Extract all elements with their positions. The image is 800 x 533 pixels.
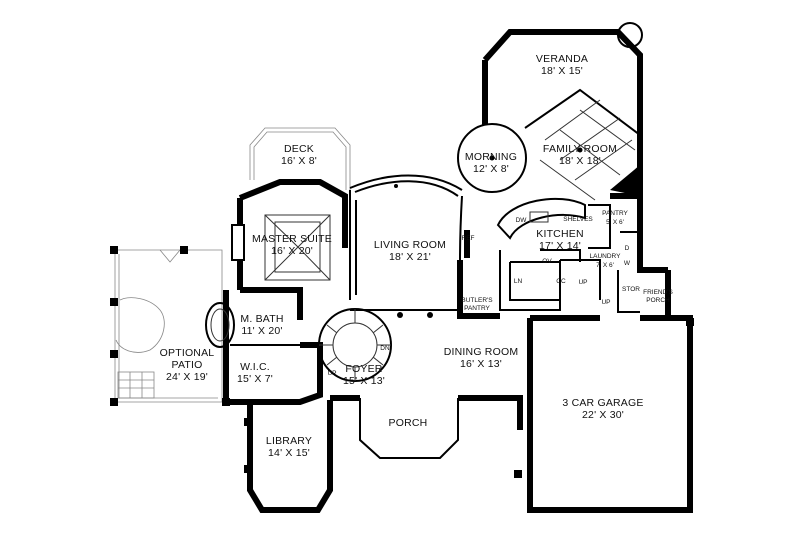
room-label-library: LIBRARY <box>266 435 312 447</box>
label-butlers-pantry-line2: PANTRY <box>464 305 490 312</box>
room-label-family-room: FAMILY ROOM <box>543 143 617 155</box>
label-butlers-pantry-line1: BUTLER'S <box>461 297 493 304</box>
room-label-living-room: LIVING ROOM <box>374 239 446 251</box>
room-label-kitchen: KITCHEN <box>536 228 584 240</box>
room-dims-laundry: 7' X 6' <box>596 262 614 269</box>
veranda-stair <box>617 22 643 48</box>
room-label-porch: PORCH <box>389 417 428 429</box>
label-friends-porch-line1: FRIEND'S <box>643 289 673 296</box>
room-label-deck: DECK <box>284 143 314 155</box>
columns <box>110 147 694 478</box>
room-label-veranda: VERANDA <box>536 53 588 65</box>
foyer-stair <box>318 308 392 382</box>
room-label-wic: W.I.C. <box>240 361 270 373</box>
room-dims-garage: 22' X 30' <box>582 409 624 421</box>
label-cc: CC <box>556 278 566 285</box>
deck-outline <box>249 127 351 190</box>
room-dims-m-bath: 11' X 20' <box>241 325 282 337</box>
room-dims-deck: 16' X 8' <box>281 155 317 167</box>
room-label-master-suite: MASTER SUITE <box>252 233 332 245</box>
room-label-patio-line1: OPTIONAL <box>160 347 215 359</box>
label-up-2: UP <box>601 299 610 306</box>
label-w: W <box>624 260 631 267</box>
room-dims-pantry: 5' X 6' <box>606 219 624 226</box>
exterior-walls <box>223 29 693 513</box>
label-dn-foyer: DN <box>380 345 390 352</box>
kitchen-island <box>496 197 586 240</box>
label-ln: LN <box>514 278 523 285</box>
label-up-1: UP <box>578 279 587 286</box>
label-stor: STOR <box>622 286 640 293</box>
room-label-laundry: LAUNDRY <box>590 253 622 260</box>
room-dims-kitchen: 17' X 14' <box>539 240 581 252</box>
room-dims-master-suite: 16' X 20' <box>271 245 313 257</box>
label-d: D <box>625 245 630 252</box>
label-dw: DW <box>516 217 528 224</box>
room-label-dining-room: DINING ROOM <box>444 346 519 358</box>
room-label-garage: 3 CAR GARAGE <box>562 397 643 409</box>
room-label-m-bath: M. BATH <box>240 313 283 325</box>
room-dims-patio: 24' X 19' <box>166 371 208 383</box>
room-dims-family-room: 18' X 18' <box>559 155 601 167</box>
master-ceiling <box>264 214 331 281</box>
room-dims-wic: 15' X 7' <box>237 373 273 385</box>
label-ref: REF <box>462 235 475 242</box>
room-dims-dining-room: 16' X 13' <box>460 358 502 370</box>
room-label-foyer: FOYER <box>345 363 382 375</box>
label-shelves: SHELVES <box>563 216 593 223</box>
room-dims-morning: 12' X 8' <box>473 163 509 175</box>
bath-tub <box>205 302 235 348</box>
room-label-patio-line2: PATIO <box>172 359 203 371</box>
label-ov: OV <box>542 258 552 265</box>
room-dims-veranda: 18' X 15' <box>541 65 583 77</box>
room-dims-foyer: 15' X 13' <box>343 375 385 387</box>
label-friends-porch-line2: PORCH <box>646 297 670 304</box>
room-label-morning: MORNING <box>465 151 517 163</box>
label-up-foyer: UP <box>327 370 336 377</box>
family-room-grid <box>524 88 641 201</box>
room-dims-library: 14' X 15' <box>268 447 310 459</box>
curved-walls <box>349 123 527 261</box>
room-labels: VERANDA 18' X 15' FAMILY ROOM 18' X 18' … <box>160 53 644 459</box>
room-dims-living-room: 18' X 21' <box>389 251 431 263</box>
interior-walls <box>230 190 690 405</box>
fixture-labels: SHELVES DW REF OV LN CC D W STOR BUTLER'… <box>327 216 673 377</box>
room-label-pantry: PANTRY <box>602 210 628 217</box>
